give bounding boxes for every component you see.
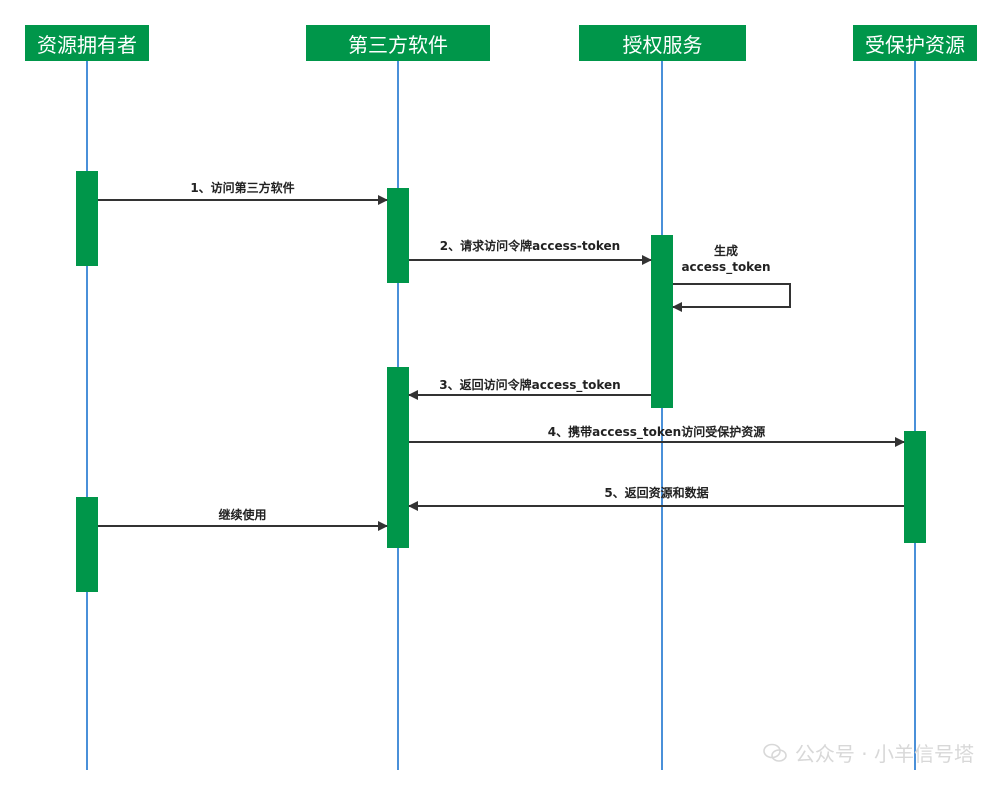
activation-resource bbox=[904, 431, 926, 543]
message-label-self-line1: 生成 bbox=[713, 244, 738, 258]
actor-client: 第三方软件 bbox=[306, 25, 490, 61]
wechat-icon bbox=[763, 743, 787, 762]
message-label-m3: 3、返回访问令牌access_token bbox=[439, 378, 621, 392]
activation-owner-1 bbox=[76, 171, 98, 266]
watermark-text: 公众号 · 小羊信号塔 bbox=[794, 742, 974, 766]
activation-auth bbox=[651, 235, 673, 408]
activation-client-1 bbox=[387, 188, 409, 283]
message-label-m6: 继续使用 bbox=[218, 508, 267, 522]
actor-auth: 授权服务 bbox=[579, 25, 746, 61]
actor-owner: 资源拥有者 bbox=[25, 25, 149, 61]
actor-resource: 受保护资源 bbox=[853, 25, 977, 61]
activation-client-2 bbox=[387, 367, 409, 548]
watermark: 公众号 · 小羊信号塔 bbox=[763, 738, 974, 767]
message-label-m2: 2、请求访问令牌access-token bbox=[439, 239, 621, 253]
message-label-self-line2: access_token bbox=[681, 260, 771, 274]
message-label-m4: 4、携带access_token访问受保护资源 bbox=[547, 425, 766, 439]
activation-owner-2 bbox=[76, 497, 98, 592]
message-label-m5: 5、返回资源和数据 bbox=[604, 486, 709, 500]
message-label-m1: 1、访问第三方软件 bbox=[190, 181, 295, 195]
arrow-self bbox=[672, 283, 791, 312]
